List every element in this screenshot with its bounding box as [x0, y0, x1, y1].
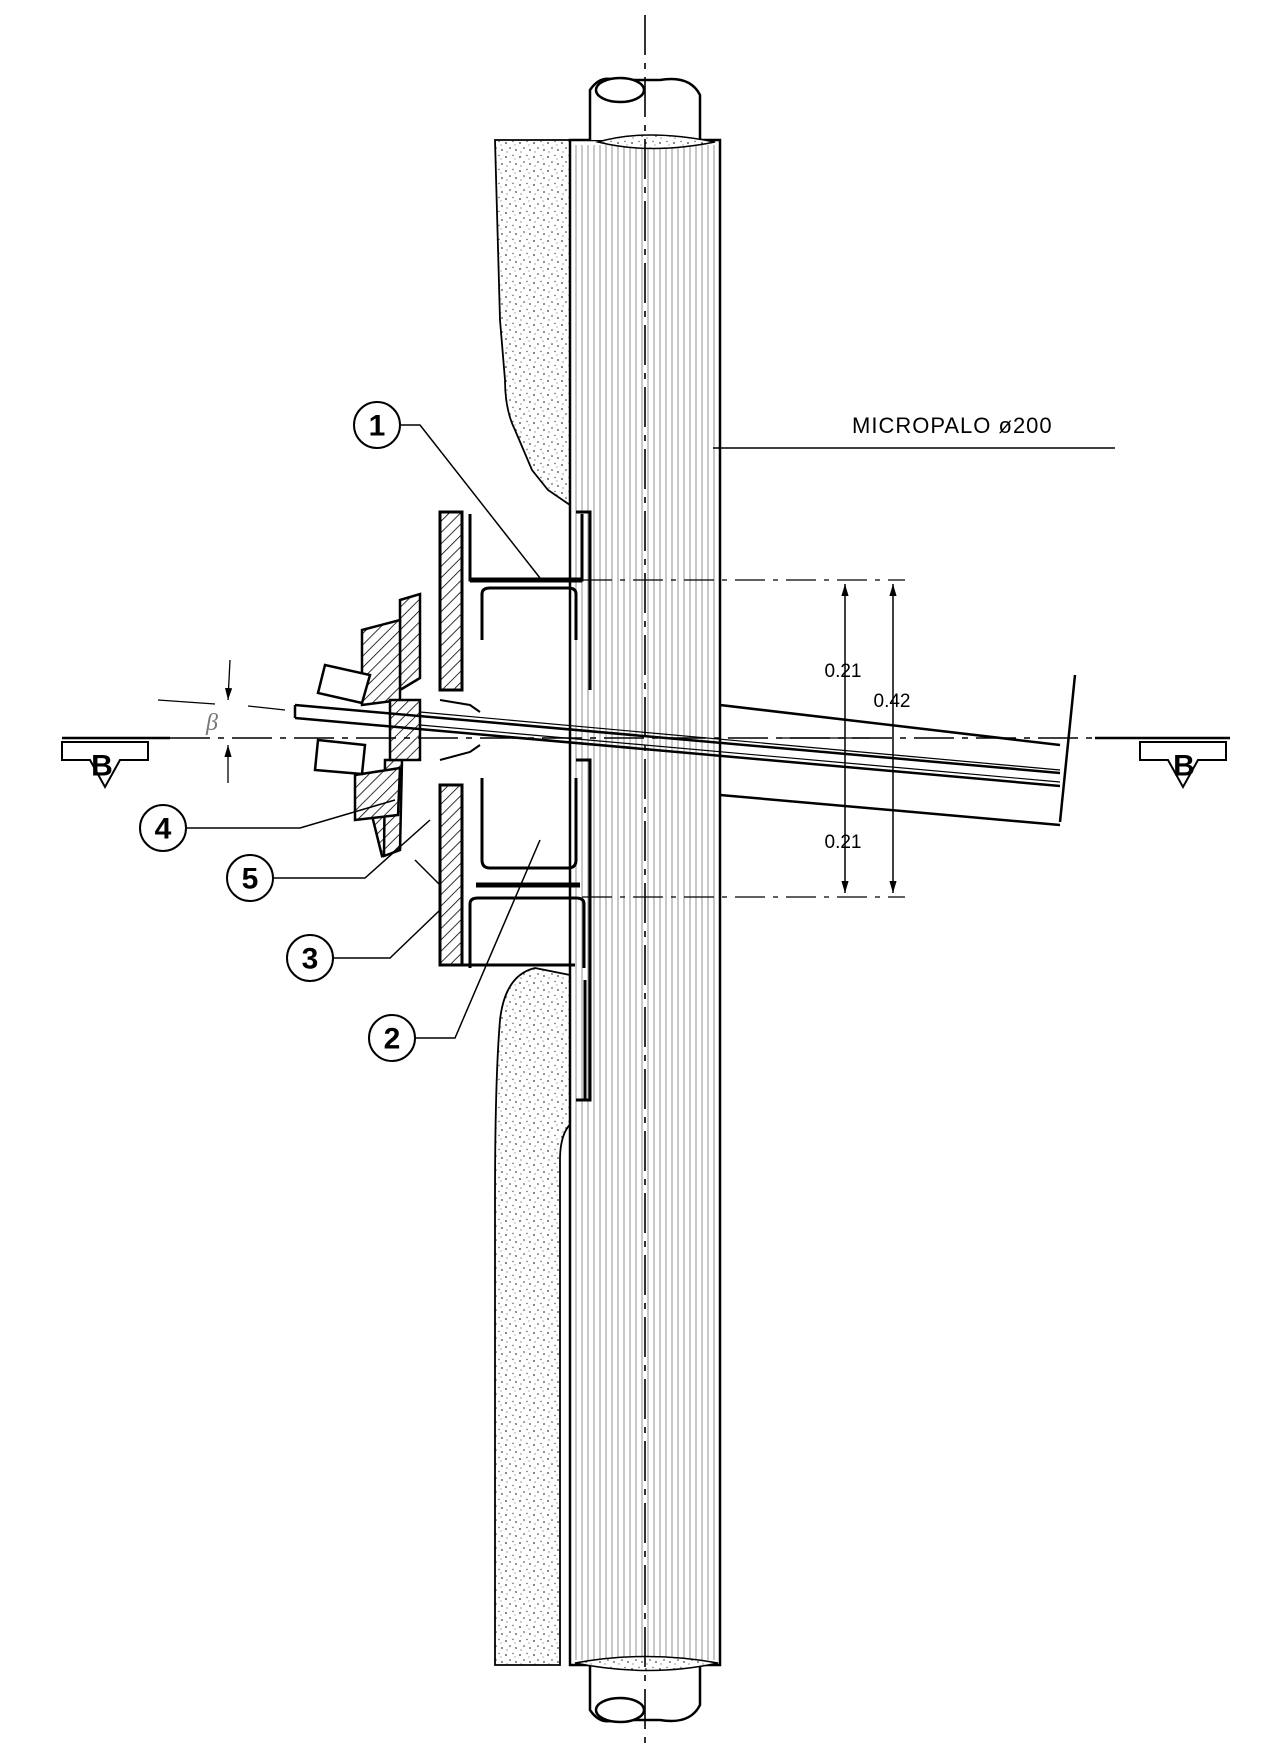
- callout-5: 5: [226, 819, 441, 902]
- front-plate-lower: [438, 783, 464, 967]
- angle-indicator: [157, 659, 286, 783]
- section-label-left: B: [91, 750, 113, 783]
- dimension-lines: [582, 579, 905, 898]
- svg-text:5: 5: [242, 863, 259, 896]
- pile-texture-lines: [575, 145, 715, 1660]
- soil-upper: [494, 139, 571, 507]
- svg-text:3: 3: [302, 943, 319, 976]
- dimension-lower: 0.21: [825, 832, 862, 853]
- angle-symbol: β: [205, 710, 218, 736]
- strand-grips: [313, 663, 372, 776]
- steel-waler: [440, 510, 592, 1102]
- svg-text:2: 2: [384, 1023, 401, 1056]
- pile-label: MICROPALO ø200: [852, 413, 1053, 438]
- section-line: [61, 736, 1230, 790]
- section-arrow-right: [1139, 741, 1227, 790]
- anchor-head: [353, 592, 422, 858]
- front-plate-upper: [438, 510, 464, 692]
- soil-lower: [494, 967, 576, 1666]
- anchor-tendon: [293, 674, 1077, 827]
- section-label-right: B: [1173, 750, 1195, 783]
- callout-2: 2: [368, 839, 541, 1062]
- dimension-upper: 0.21: [825, 661, 862, 682]
- section-arrow-left: [61, 741, 149, 790]
- dimension-total: 0.42: [874, 691, 911, 712]
- callout-1: 1: [353, 401, 541, 579]
- svg-text:4: 4: [155, 813, 172, 846]
- svg-text:1: 1: [369, 410, 386, 443]
- callout-3: 3: [286, 909, 441, 982]
- callout-4: 4: [139, 799, 396, 852]
